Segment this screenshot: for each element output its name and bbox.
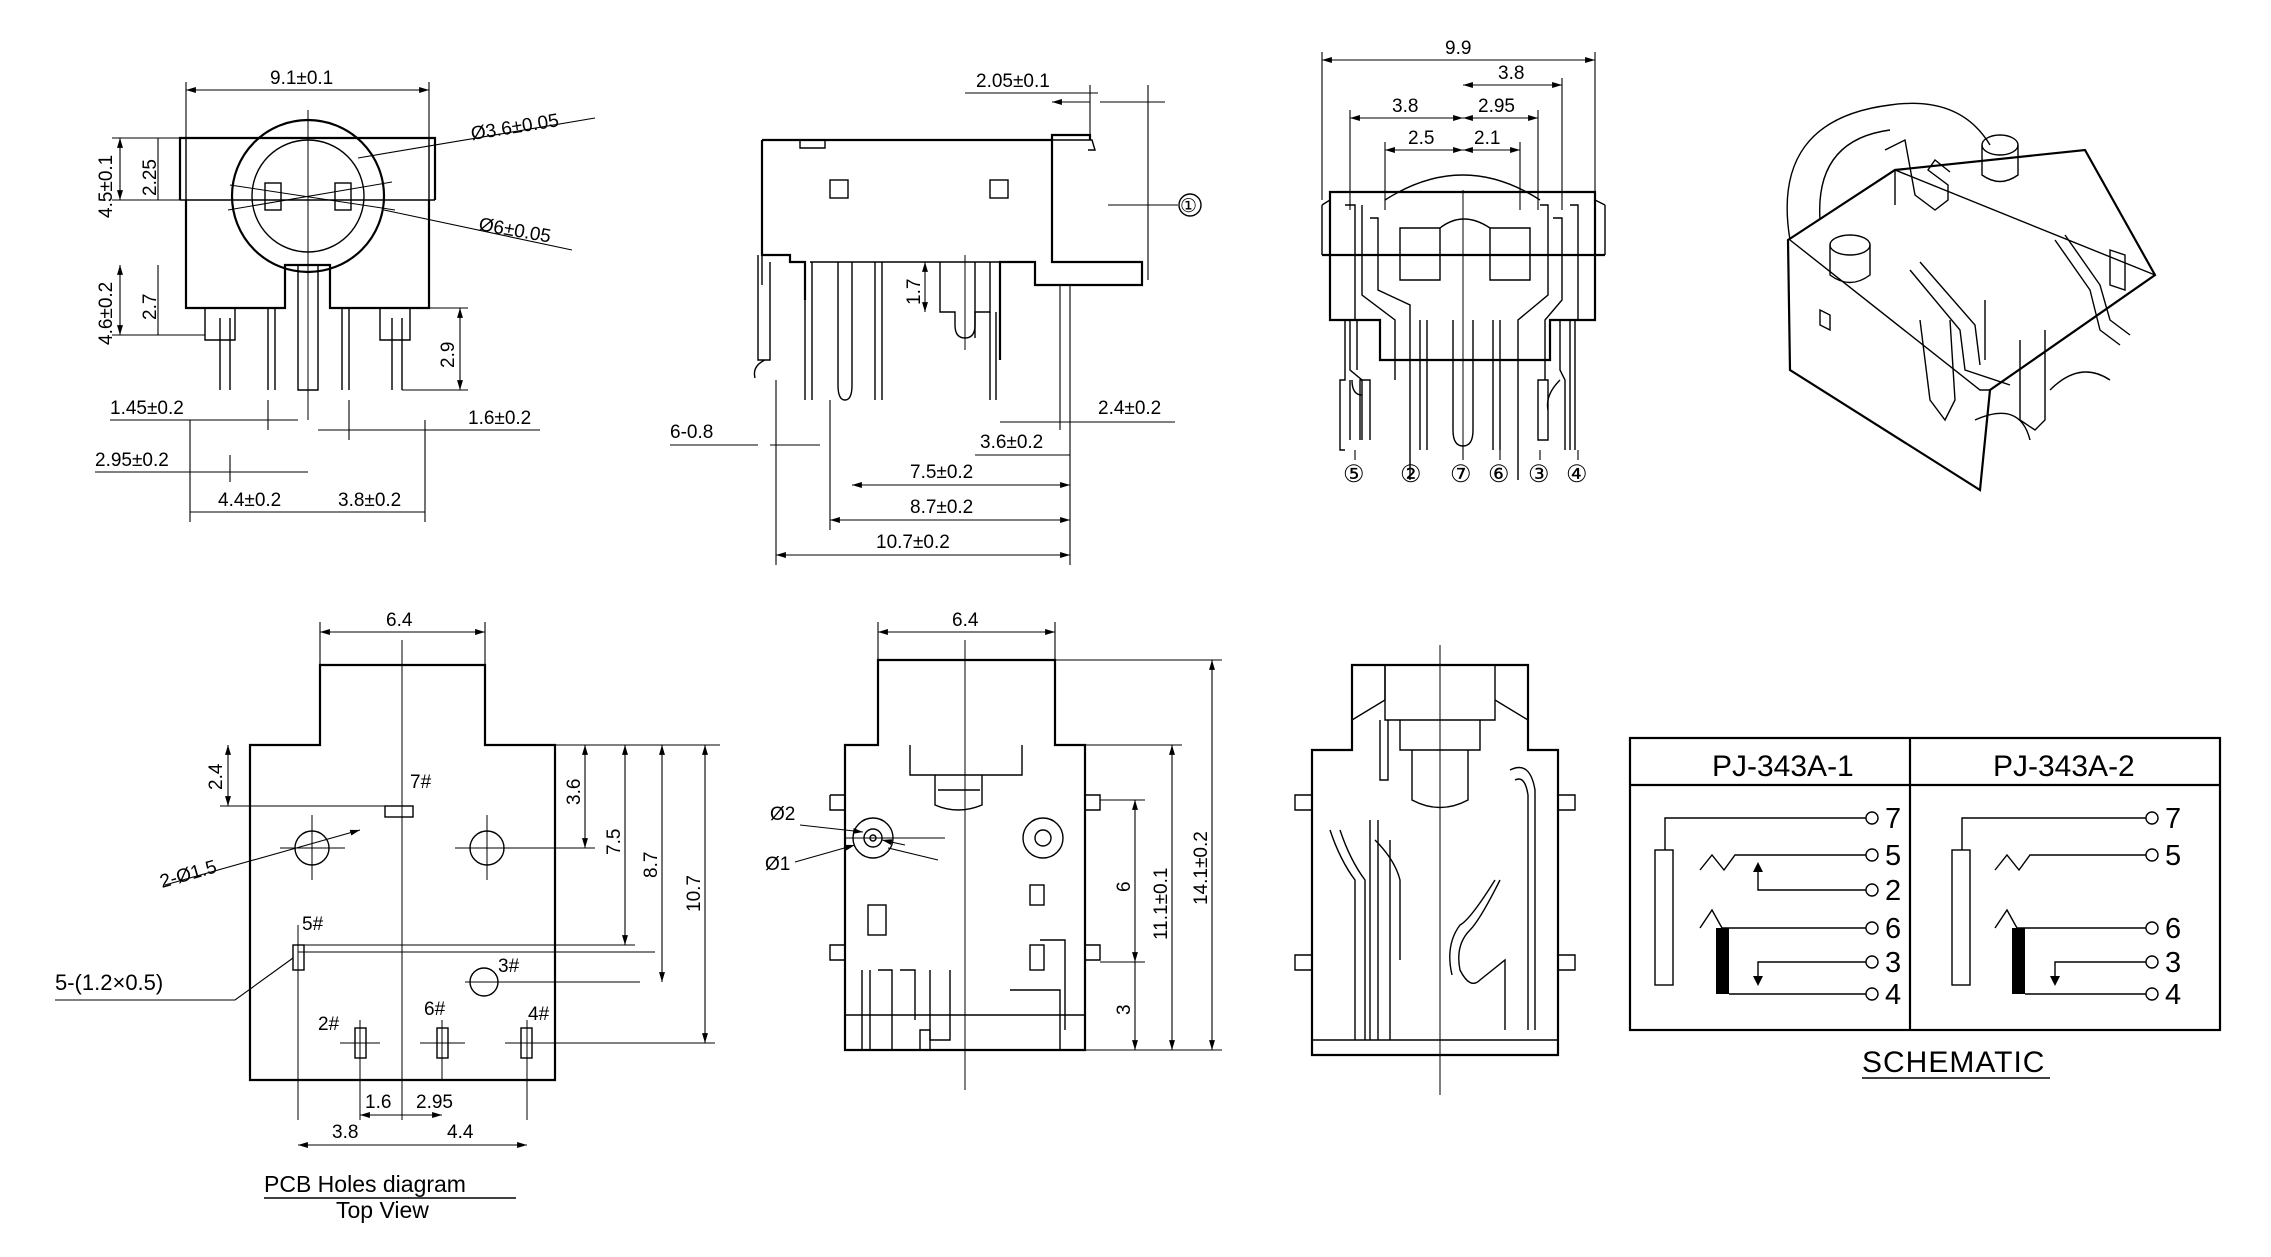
- dim-side-205: 2.05±0.1: [976, 71, 1050, 92]
- dim-front-145: 1.45±0.2: [110, 398, 184, 419]
- dim-side-107: 10.7±0.2: [876, 532, 950, 553]
- dim-pcb-87: 8.7: [641, 852, 662, 878]
- dim-pcb-295: 2.95: [416, 1092, 453, 1113]
- dim-bottom-21: 2.1: [1474, 128, 1500, 149]
- dim-front-29: 2.9: [438, 342, 459, 368]
- bottom-view: 9.9 3.8 3.8 2.95 2.5 2.1 ⑤ ② ⑦ ⑥ ③ ④: [1321, 38, 1606, 488]
- dim-side-608: 6-0.8: [670, 422, 713, 443]
- dim-front-44: 4.4±0.2: [218, 490, 281, 511]
- dim-front-width: 9.1±0.1: [270, 68, 333, 89]
- dim-side-75: 7.5±0.2: [910, 462, 973, 483]
- dim-pcb-64: 6.4: [386, 610, 413, 631]
- callout-1: ①: [1180, 196, 1197, 217]
- dim-front-27: 2.7: [140, 294, 161, 320]
- schematic-2-pin-6: 6: [2165, 913, 2181, 945]
- schematic-2-pin-4: 4: [2165, 979, 2181, 1011]
- dim-pcb-slots: 5-(1.2×0.5): [55, 970, 163, 995]
- dim-pcb-44: 4.4: [447, 1122, 474, 1143]
- pin-label-6: ⑥: [1488, 461, 1510, 488]
- dim-front-38: 3.8±0.2: [338, 490, 401, 511]
- dim-bottom-38-right: 3.8: [1498, 63, 1524, 84]
- dim-side-87: 8.7±0.2: [910, 497, 973, 518]
- pcb-caption-title: PCB Holes diagram: [264, 1171, 466, 1197]
- dim-front-hole-large: Ø6±0.05: [477, 214, 552, 247]
- dim-bottom-295: 2.95: [1478, 96, 1515, 117]
- dim-front-lower-height: 4.6±0.2: [96, 282, 117, 345]
- pcb-holes-view: 7# 5# 3# 2# 6# 4# 6.4 2.4 3.6 7.5 8.7 10…: [55, 610, 720, 1223]
- pin-label-2: ②: [1400, 461, 1422, 488]
- dim-bottom-99: 9.9: [1445, 38, 1471, 59]
- dim-front-top-height: 4.5±0.1: [96, 155, 117, 218]
- dim-side-24: 2.4±0.2: [1098, 398, 1161, 419]
- schematic-1-pin-4: 4: [1885, 979, 1901, 1011]
- dim-bottom-38-left: 3.8: [1392, 96, 1418, 117]
- dim-rear-141: 14.1±0.2: [1191, 831, 1212, 905]
- dim-rear-d2: Ø2: [770, 804, 795, 825]
- dim-front-225: 2.25: [140, 159, 161, 196]
- dim-rear-64: 6.4: [952, 610, 979, 631]
- pcb-label-6: 6#: [424, 999, 446, 1020]
- schematic-2-pin-5: 5: [2165, 840, 2181, 872]
- pin-label-4: ④: [1566, 461, 1588, 488]
- dim-side-17: 1.7: [904, 279, 925, 305]
- schematic: PJ-343A-1 PJ-343A-2 7 5 2 6 3 4: [1628, 736, 2222, 1079]
- dim-front-295: 2.95±0.2: [95, 450, 169, 471]
- section-view: [1294, 645, 1576, 1095]
- schematic-1-pin-7: 7: [1885, 803, 1901, 835]
- dim-pcb-holes: 2-Ø1.5: [158, 857, 220, 893]
- pcb-label-4: 4#: [528, 1004, 550, 1025]
- dim-side-36: 3.6±0.2: [980, 432, 1043, 453]
- dim-rear-3: 3: [1114, 1004, 1135, 1015]
- pcb-label-2: 2#: [318, 1014, 340, 1035]
- pcb-label-5: 5#: [302, 914, 324, 935]
- schematic-2-pin-3: 3: [2165, 947, 2181, 979]
- front-view: 9.1±0.1 Ø3.6±0.05 Ø6±0.05 4.5±0.1 2.25 4…: [95, 68, 596, 522]
- schematic-1-pin-5: 5: [1885, 840, 1901, 872]
- pin-label-5: ⑤: [1343, 461, 1365, 488]
- schematic-1-pin-3: 3: [1885, 947, 1901, 979]
- schematic-caption: SCHEMATIC: [1862, 1046, 2045, 1079]
- dim-pcb-24: 2.4: [206, 763, 227, 790]
- rear-view: 6.4 Ø2 Ø1 6 3 11.1±0.1 14.1±0.2: [765, 610, 1222, 1090]
- dim-pcb-107: 10.7: [684, 875, 705, 912]
- dim-pcb-75: 7.5: [604, 829, 625, 855]
- side-view: 2.05±0.1 ① 1.7 2.4±0.2 6-0.8 3.6±0.2 7.5…: [670, 71, 1202, 565]
- pcb-label-7: 7#: [410, 772, 432, 793]
- dim-pcb-36: 3.6: [564, 779, 585, 805]
- isometric-view: [1786, 102, 2157, 492]
- dim-pcb-16: 1.6: [365, 1092, 391, 1113]
- schematic-model-2: PJ-343A-2: [1993, 750, 2135, 783]
- dim-front-hole-small: Ø3.6±0.05: [469, 110, 560, 145]
- pin-label-7: ⑦: [1450, 461, 1472, 488]
- dim-rear-111: 11.1±0.1: [1151, 868, 1172, 940]
- schematic-model-1: PJ-343A-1: [1712, 750, 1854, 783]
- dim-pcb-38: 3.8: [332, 1122, 358, 1143]
- dim-rear-d1: Ø1: [765, 854, 790, 875]
- schematic-2-pin-7: 7: [2165, 803, 2181, 835]
- dim-rear-6: 6: [1114, 881, 1135, 892]
- pcb-caption-subtitle: Top View: [336, 1197, 429, 1223]
- pcb-label-3: 3#: [498, 956, 520, 977]
- dim-bottom-25: 2.5: [1408, 128, 1434, 149]
- schematic-1-pin-6: 6: [1885, 913, 1901, 945]
- dim-front-16: 1.6±0.2: [468, 408, 531, 429]
- schematic-1-pin-2: 2: [1885, 875, 1901, 907]
- pin-label-3: ③: [1528, 461, 1550, 488]
